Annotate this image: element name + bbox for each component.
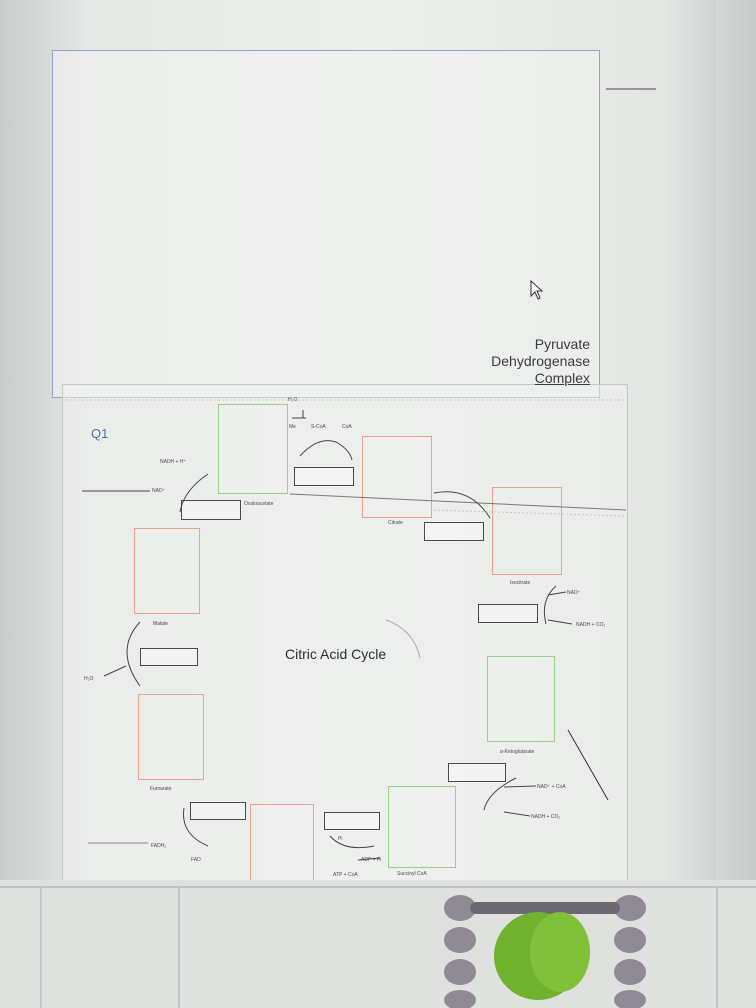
pdc-line-3: Complex xyxy=(534,370,590,386)
enzyme-answer-box-6[interactable] xyxy=(448,763,506,782)
oxaloacetate-structure-box[interactable] xyxy=(218,404,288,494)
malate-structure-box[interactable] xyxy=(134,528,200,614)
fumarase-arc xyxy=(126,621,141,687)
label-s-coa: S-CoA xyxy=(311,424,326,430)
citrate-structure-box[interactable] xyxy=(362,436,432,518)
enzyme-answer-box-2[interactable] xyxy=(181,500,241,520)
pdc-drop-zone[interactable] xyxy=(52,50,600,398)
pdc-label: Pyruvate Dehydrogenase Complex xyxy=(491,336,590,387)
enzyme-answer-box-1[interactable] xyxy=(294,467,354,486)
fumarate-structure-box[interactable] xyxy=(138,694,204,780)
label-nadh-co2-lower: NADH + CO₂ xyxy=(531,814,561,820)
desk-seam xyxy=(0,886,756,888)
monitor-bezel xyxy=(716,0,756,880)
label-h2o-left: H₂O xyxy=(84,676,94,682)
mouse-cursor-icon xyxy=(530,280,544,300)
acetyl-coa-entry-arrow xyxy=(299,440,353,461)
succinyl-coa-synthetase-arc xyxy=(329,835,375,849)
pdc-line-2: Dehydrogenase xyxy=(491,353,590,369)
label-adp-pi: ADP + Pi xyxy=(361,857,382,863)
label-nad-left: NAD⁺ xyxy=(152,488,166,494)
label-alpha-kg: α-Ketoglutarate xyxy=(500,749,535,755)
malate-dh-arc xyxy=(179,473,209,513)
label-isocitrate: Isocitrate xyxy=(510,580,531,586)
aconitase-arrow xyxy=(433,491,491,519)
label-fad: FAD xyxy=(191,857,201,863)
desk-seam xyxy=(716,886,718,1008)
label-citrate: Citrate xyxy=(388,520,403,526)
enzyme-answer-box-4[interactable] xyxy=(478,604,538,623)
label-h2o-top: H₂O xyxy=(288,397,298,403)
isocitrate-structure-box[interactable] xyxy=(492,487,562,575)
pdc-line-1: Pyruvate xyxy=(534,336,590,352)
label-pi: Pi xyxy=(338,836,343,842)
fidget-toy-icon xyxy=(444,895,646,1008)
label-nadh-co2-right: NADH + CO₂ xyxy=(576,622,606,628)
label-malate: Malate xyxy=(153,621,169,627)
isocitrate-dh-arc xyxy=(543,585,557,625)
cycle-guide-arc xyxy=(385,619,421,659)
label-nad-coa: NAD⁺ + CoA xyxy=(537,784,566,790)
sdh-arc xyxy=(183,807,209,847)
enzyme-answer-box-3[interactable] xyxy=(424,522,484,541)
question-label: Q1 xyxy=(91,426,109,441)
label-me: Me xyxy=(289,424,296,430)
desk-seam xyxy=(178,886,180,1008)
label-coa: CoA xyxy=(342,424,352,430)
desk-seam xyxy=(40,886,42,1008)
enzyme-answer-box-5[interactable] xyxy=(140,648,198,666)
label-fumarate: Fumarate xyxy=(150,786,172,792)
alpha-ketoglutarate-structure-box[interactable] xyxy=(487,656,555,742)
label-succinyl-coa: Succinyl CoA xyxy=(397,871,427,877)
stylus-mark-line xyxy=(567,729,609,801)
label-nadh-h: NADH + H⁺ xyxy=(160,459,187,465)
enzyme-answer-box-8[interactable] xyxy=(324,812,380,830)
cycle-arrows xyxy=(62,88,656,861)
label-atp-coa: ATP + CoA xyxy=(333,872,358,878)
label-fadh2: FADH₂ xyxy=(151,843,167,849)
succinyl-coa-structure-box[interactable] xyxy=(388,786,456,868)
enzyme-answer-box-7[interactable] xyxy=(190,802,246,820)
label-oxaloacetate: Oxaloacetate xyxy=(244,501,274,507)
label-nad-right: NAD⁺ xyxy=(567,590,581,596)
oxaloacetate-link-line xyxy=(289,493,627,511)
akg-dh-arc xyxy=(483,777,517,811)
cycle-title: Citric Acid Cycle xyxy=(285,646,387,662)
